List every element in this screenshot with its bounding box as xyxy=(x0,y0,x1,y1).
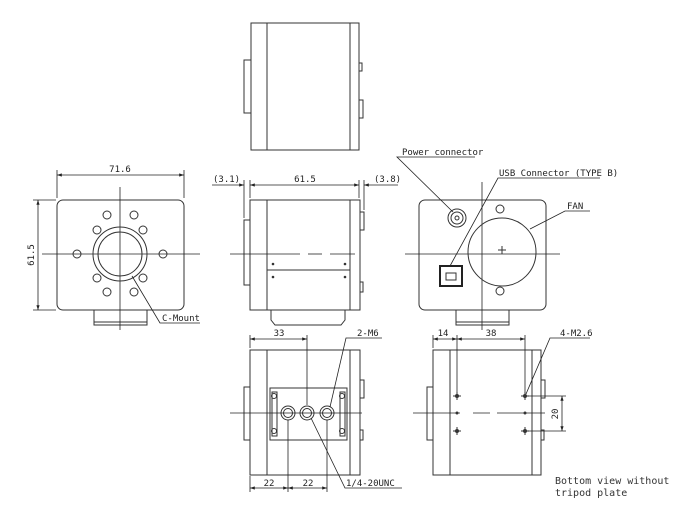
dim-14: 14 xyxy=(438,329,449,339)
bottom-view-caption-line1: Bottom view without xyxy=(555,476,669,487)
fan-icon xyxy=(467,217,537,287)
power-connector-icon xyxy=(447,208,467,228)
power-connector-label: Power connector xyxy=(402,148,484,158)
bottom-view-without-plate: 14 38 4-M2.6 20 Bottom view without trip… xyxy=(413,329,669,499)
side-left-dim: (3.1) xyxy=(213,175,240,185)
c-mount-label: C-Mount xyxy=(162,314,200,324)
dim-38: 38 xyxy=(486,329,497,339)
dim-22-right: 22 xyxy=(303,479,314,489)
tripod-plate xyxy=(269,387,348,441)
front-width-dim: 71.6 xyxy=(109,165,131,175)
screw-holes xyxy=(72,210,168,297)
dim-33: 33 xyxy=(274,329,285,339)
tripod-thread-label: 1/4-20UNC xyxy=(346,479,395,489)
side-length-dim: 61.5 xyxy=(294,175,316,185)
usb-connector-icon xyxy=(439,265,463,287)
dim-20: 20 xyxy=(551,409,561,420)
c-mount-ring xyxy=(92,226,148,282)
m2-6-screw-holes xyxy=(453,392,529,435)
thread-label: 2-M6 xyxy=(357,329,379,339)
side-right-dim: (3.8) xyxy=(374,175,401,185)
rear-view: Power connector USB Connector (TYPE B) F… xyxy=(396,148,618,330)
bottom-view-caption-line2: tripod plate xyxy=(555,488,627,499)
top-view xyxy=(243,22,364,151)
dim-22-left: 22 xyxy=(264,479,275,489)
screw-label: 4-M2.6 xyxy=(560,329,593,339)
side-view: (3.1) 61.5 (3.8) xyxy=(212,175,401,326)
bottom-view-with-plate: 33 22 22 2-M6 1/4-20UNC xyxy=(230,329,402,492)
front-view: 71.6 61.5 C-Mount xyxy=(27,165,200,330)
fan-label: FAN xyxy=(567,202,583,212)
usb-connector-label: USB Connector (TYPE B) xyxy=(499,169,618,179)
front-height-dim: 61.5 xyxy=(27,244,37,266)
